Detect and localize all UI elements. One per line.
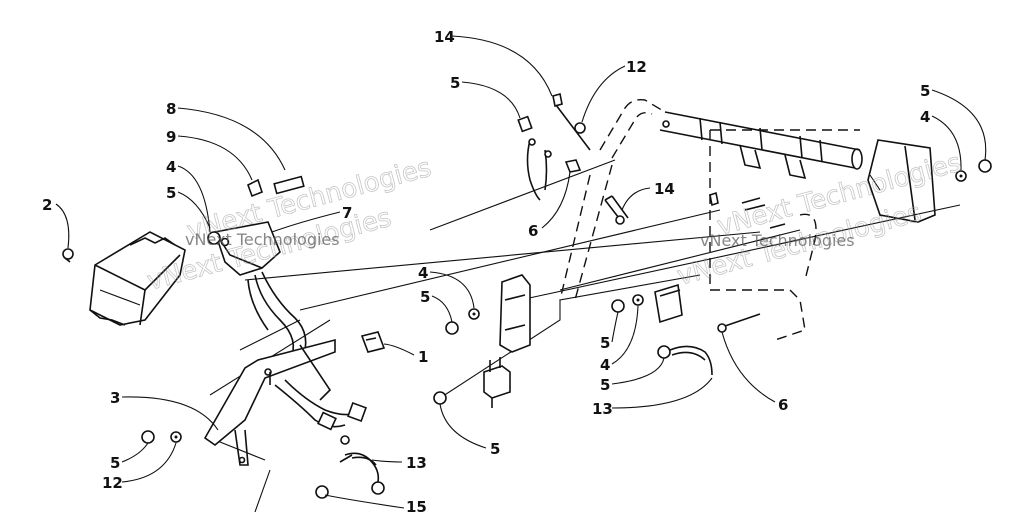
callout-6-mid: 6 (528, 222, 538, 240)
callout-9: 9 (166, 128, 176, 146)
callout-15: 15 (406, 498, 427, 512)
callout-14-top: 14 (434, 28, 455, 46)
callout-13-lower: 13 (406, 454, 427, 472)
callout-5-right-b: 5 (600, 376, 610, 394)
callout-5-far-right: 5 (920, 82, 930, 100)
fasteners-center (433, 92, 761, 408)
callout-12-top: 12 (626, 58, 647, 76)
callout-2: 2 (42, 196, 52, 214)
module-assembly (213, 175, 307, 361)
callout-3: 3 (110, 389, 120, 407)
handlebar-frame (559, 98, 860, 341)
callout-4-far-right: 4 (920, 108, 930, 126)
fasteners-right (709, 159, 992, 229)
callout-4-center: 4 (418, 264, 428, 282)
watermark-text-right: vNext Technologies (700, 231, 855, 250)
clip-part (360, 331, 386, 353)
callout-12-lower-left: 12 (102, 474, 123, 492)
callout-5-top: 5 (450, 74, 460, 92)
watermark-text-left: vNext Technologies (185, 230, 340, 249)
callout-5-center: 5 (420, 288, 430, 306)
callout-5-lower-left: 5 (110, 454, 120, 472)
watermarks: vNext Technologies vNext Technologies vN… (144, 147, 965, 297)
wire-harness (274, 379, 380, 483)
left-control-housing (89, 231, 186, 326)
callout-1: 1 (418, 348, 428, 366)
fasteners-left (62, 231, 385, 499)
wiring-lines (209, 159, 961, 512)
callout-5-right-a: 5 (600, 334, 610, 352)
callout-4: 4 (166, 158, 176, 176)
callout-13-right: 13 (592, 400, 613, 418)
callout-labels: 2 8 9 4 5 7 1 3 5 12 13 15 14 12 5 14 6 … (42, 28, 930, 512)
callout-4-right: 4 (600, 356, 610, 374)
handlebar-tube (659, 111, 863, 180)
leader-lines (55, 35, 987, 509)
callout-8: 8 (166, 100, 176, 118)
right-control-housing (867, 139, 936, 223)
callout-5-bottom-center: 5 (490, 440, 500, 458)
callout-6-right: 6 (778, 396, 788, 414)
callout-5: 5 (166, 184, 176, 202)
callout-7: 7 (342, 204, 352, 222)
mounting-bracket (203, 338, 336, 466)
callout-14-mid: 14 (654, 180, 675, 198)
